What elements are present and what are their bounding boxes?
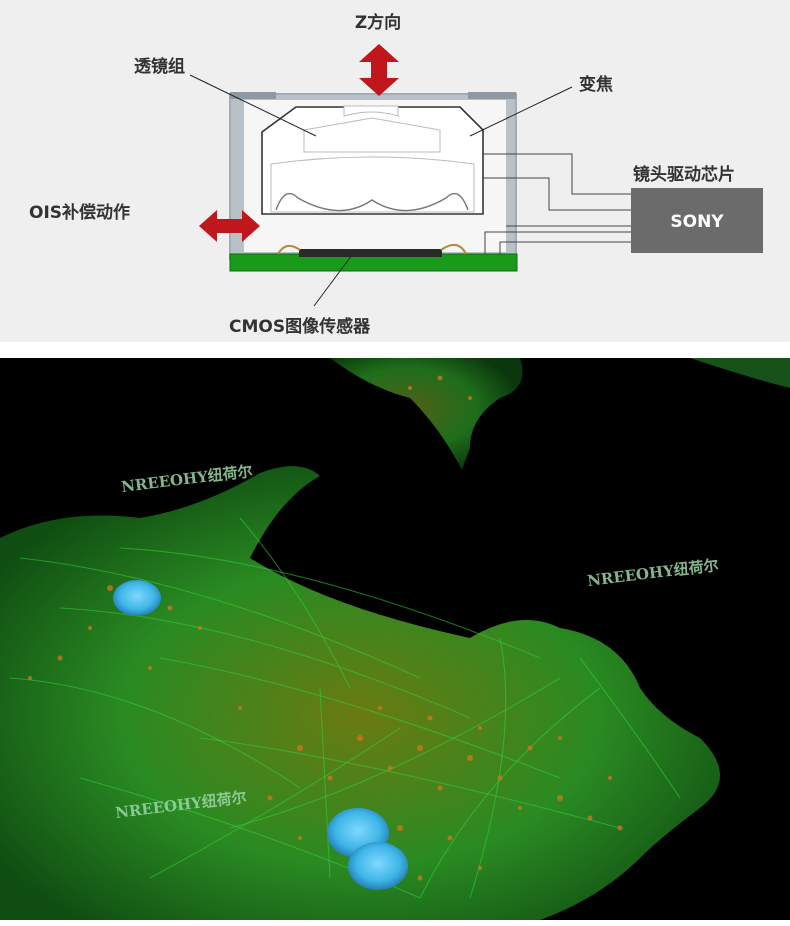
lens-element-curve [275,192,469,212]
leader-lines [189,74,573,307]
watermark-2: NREEOHY纽荷尔 [586,556,719,590]
cell-top-right [690,358,790,388]
lens-element-top [343,105,399,117]
ois-arrow-icon [199,210,260,242]
micrograph-canvas: NREEOHY纽荷尔 NREEOHY纽荷尔 NREEOHY纽荷尔 [0,358,790,920]
actin-fibers [9,517,681,899]
camera-module-diagram: SONY Z方向 透镜组 变焦 OIS补偿动作 镜头驱动芯片 CMOS图像传感器 [0,0,790,342]
driver-chip-label: 镜头驱动芯片 [633,164,735,185]
lens-group-label: 透镜组 [134,56,185,77]
chip-brand-label: SONY [670,212,724,232]
z-direction-label: Z方向 [355,12,401,33]
housing-lip-right [468,92,516,99]
diagram-canvas: SONY Z方向 透镜组 变焦 OIS补偿动作 镜头驱动芯片 CMOS图像传感器 [29,12,763,337]
mitochondria-speckle [28,375,623,881]
cell-top [330,358,523,470]
z-direction-arrow-icon [359,44,399,96]
bond-wire-left [277,244,301,255]
lens-element-upper [303,117,441,153]
nucleus-left [113,580,161,616]
driver-chip [631,188,763,253]
lens-element-lower [270,156,475,213]
zoom-label: 变焦 [579,74,613,95]
cmos-sensor-label: CMOS图像传感器 [229,316,371,337]
fluorescence-micrograph: NREEOHY纽荷尔 NREEOHY纽荷尔 NREEOHY纽荷尔 [0,358,790,920]
driver-wires [483,153,631,254]
bond-wire-right [440,243,467,255]
ois-label: OIS补偿动作 [29,202,130,223]
cmos-sensor-chip [299,249,442,257]
housing-lip-left [230,92,276,99]
nucleus-center-lower [348,842,408,890]
